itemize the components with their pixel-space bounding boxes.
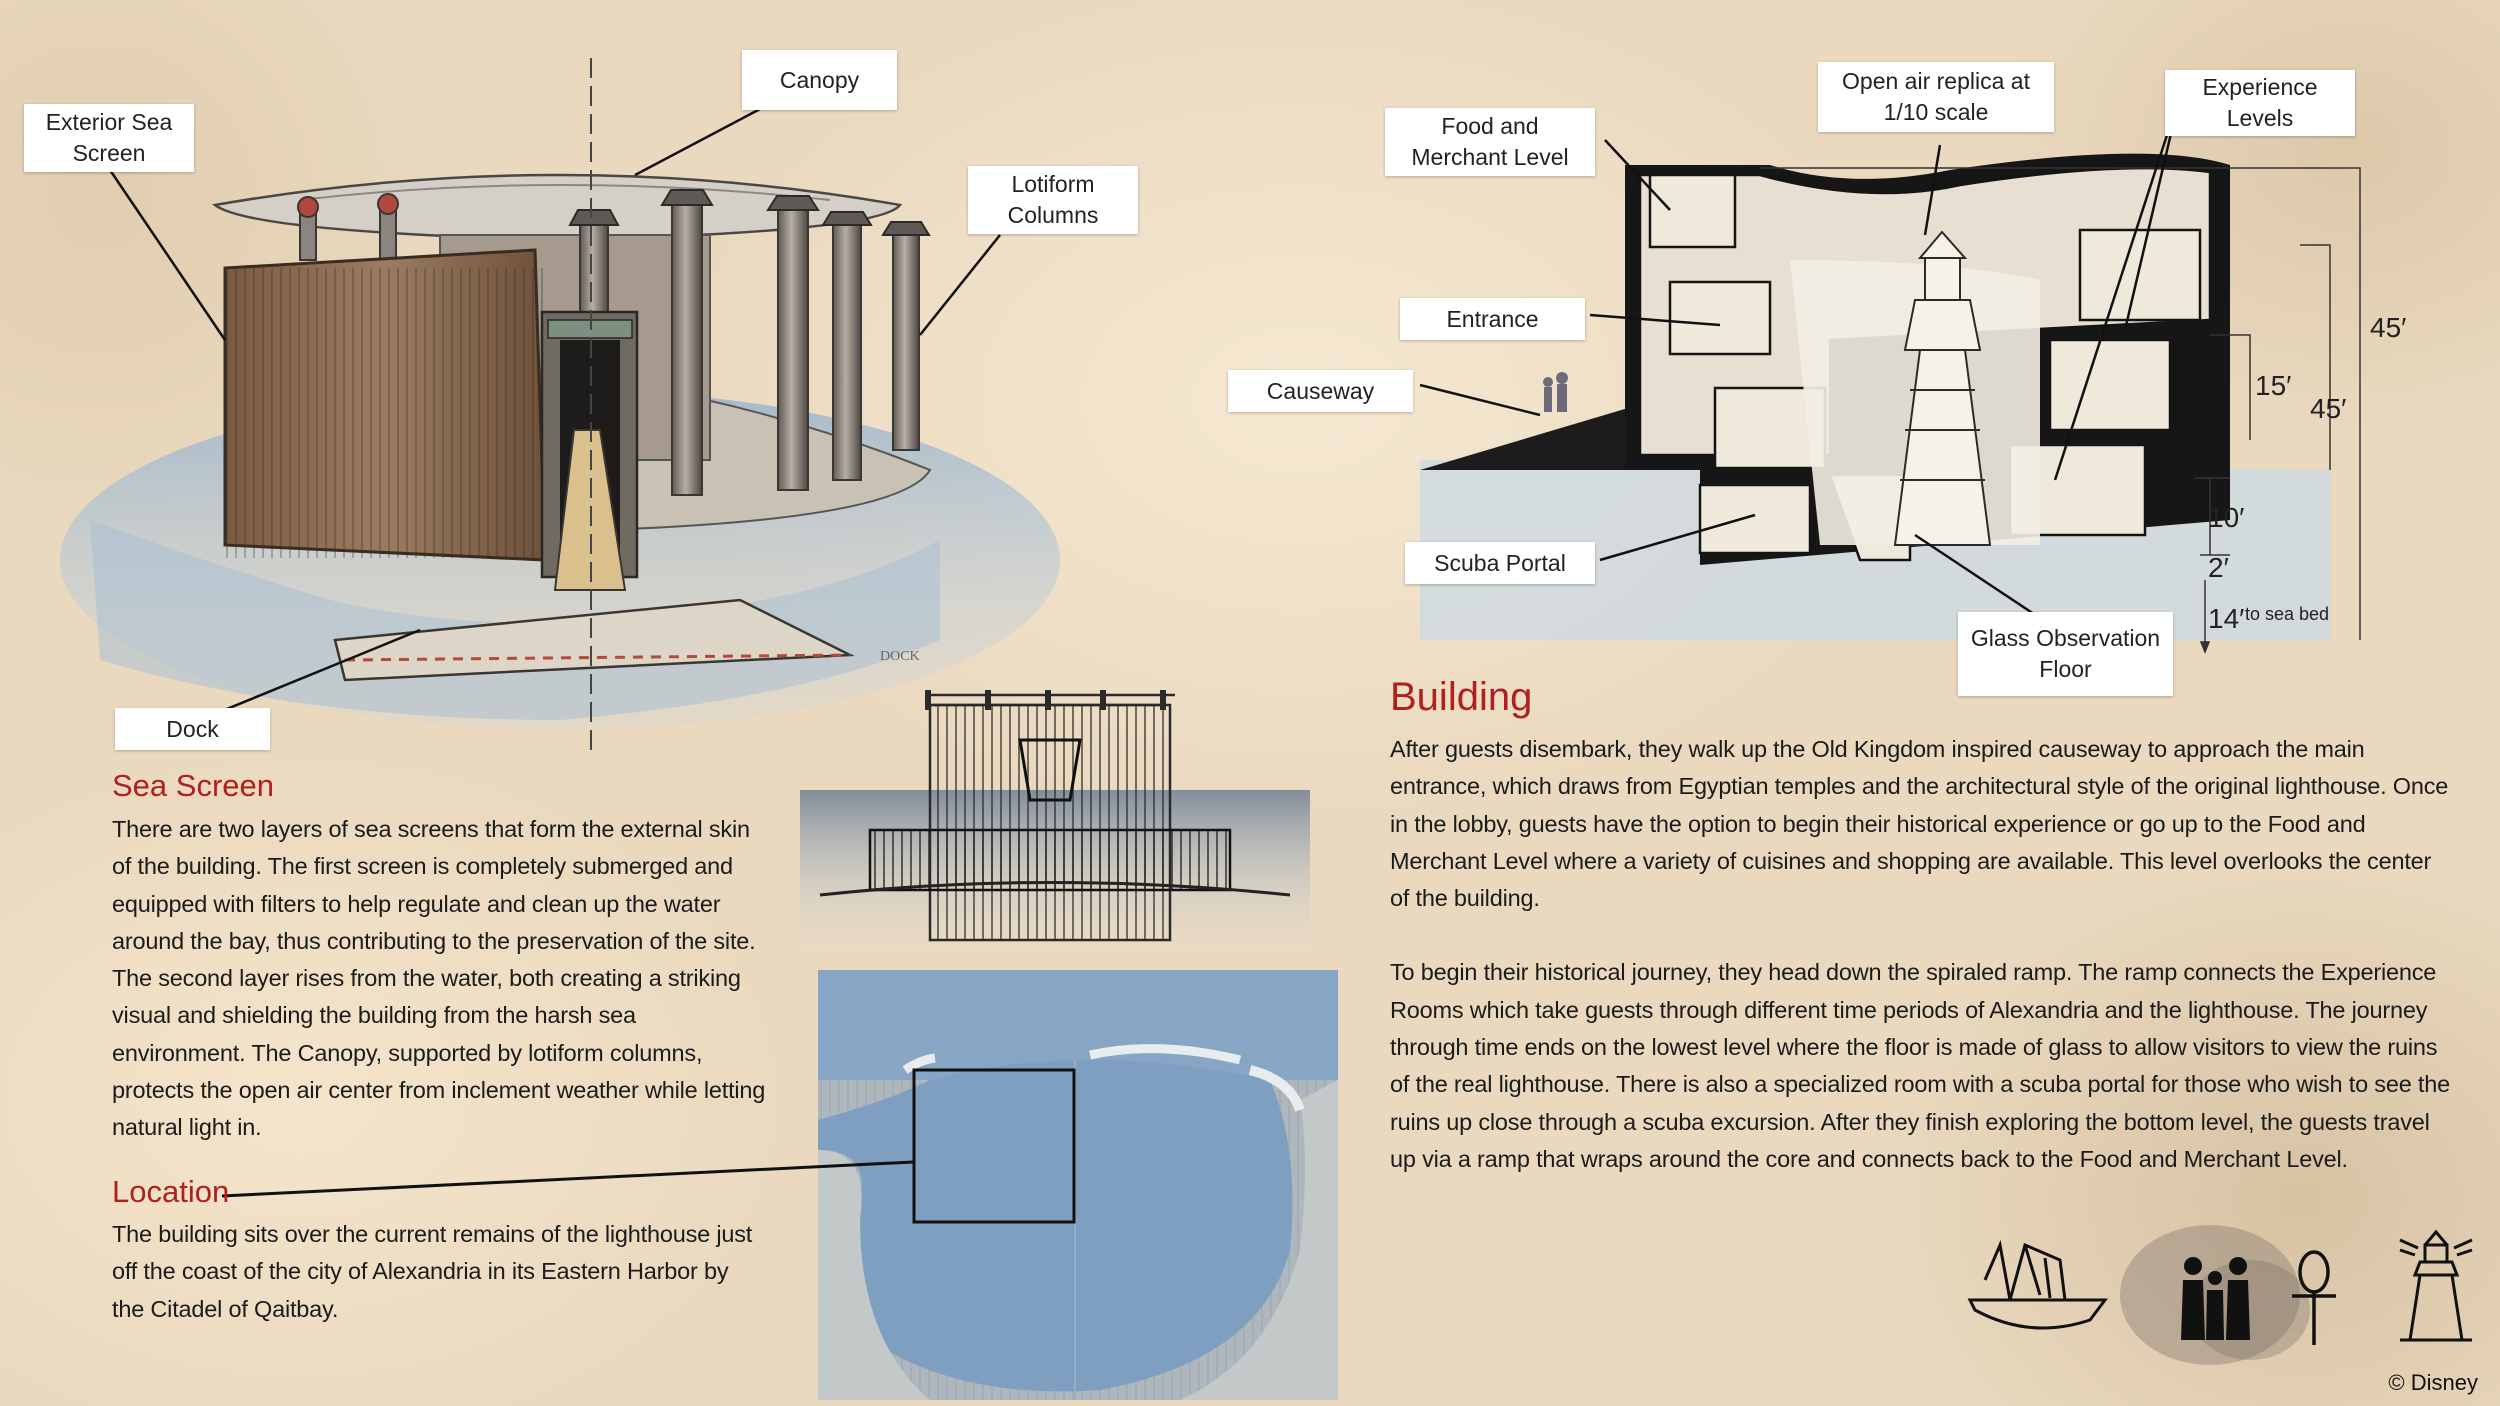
building-paragraph-1: After guests disembark, they walk up the… (1390, 736, 2449, 912)
building-text: After guests disembark, they walk up the… (1390, 731, 2450, 1178)
elevation-sketch (800, 690, 1310, 960)
location-paragraph: The building sits over the current remai… (112, 1221, 753, 1322)
dimension-2: 2′ (2208, 552, 2229, 583)
icon-row (1967, 1225, 2473, 1365)
causeway-label: Causeway (1228, 370, 1413, 412)
glass-observation-floor-label: Glass Observation Floor (1958, 612, 2173, 696)
harbor-map (221, 970, 1338, 1400)
dock-sketch-note: DOCK (880, 649, 920, 664)
location-heading: Location (112, 1174, 230, 1209)
section-drawing: 45′ 15′ 45′ 10′ 2′ 14′ to sea bed (1419, 94, 2406, 655)
dimension-45-outer: 45′ (2370, 312, 2406, 343)
ankh-icon (2292, 1250, 2336, 1345)
copyright-notice: © Disney (2388, 1370, 2478, 1395)
dimension-15: 15′ (2255, 370, 2291, 401)
sea-screen-paragraph: There are two layers of sea screens that… (112, 816, 766, 1141)
family-icon (2181, 1257, 2250, 1340)
building-heading: Building (1390, 675, 1533, 719)
exterior-sea-screen-label: Exterior Sea Screen (24, 104, 194, 172)
dimension-14: 14′ (2208, 603, 2244, 634)
lotiform-columns-label: Lotiform Columns (968, 166, 1138, 234)
open-air-replica-label: Open air replica at 1/10 scale (1818, 62, 2054, 132)
sea-screen-text: There are two layers of sea screens that… (112, 811, 772, 1147)
scuba-portal-label: Scuba Portal (1405, 542, 1595, 584)
food-merchant-level-label: Food and Merchant Level (1385, 108, 1595, 176)
dimension-45-inner: 45′ (2310, 393, 2346, 424)
entrance-label: Entrance (1400, 298, 1585, 340)
dock-label: Dock (115, 708, 270, 750)
building-paragraph-2: To begin their historical journey, they … (1390, 959, 2450, 1172)
canopy-label: Canopy (742, 50, 897, 110)
lighthouse-icon (2399, 1229, 2473, 1342)
sea-screen-heading: Sea Screen (112, 768, 274, 803)
dimension-14-note: to sea bed (2245, 604, 2329, 624)
experience-levels-label: Experience Levels (2165, 70, 2355, 136)
dimension-10: 10′ (2208, 502, 2244, 533)
location-text: The building sits over the current remai… (112, 1216, 762, 1328)
ship-icon (1967, 1239, 2108, 1330)
perspective-sketch: DOCK (60, 58, 1060, 750)
